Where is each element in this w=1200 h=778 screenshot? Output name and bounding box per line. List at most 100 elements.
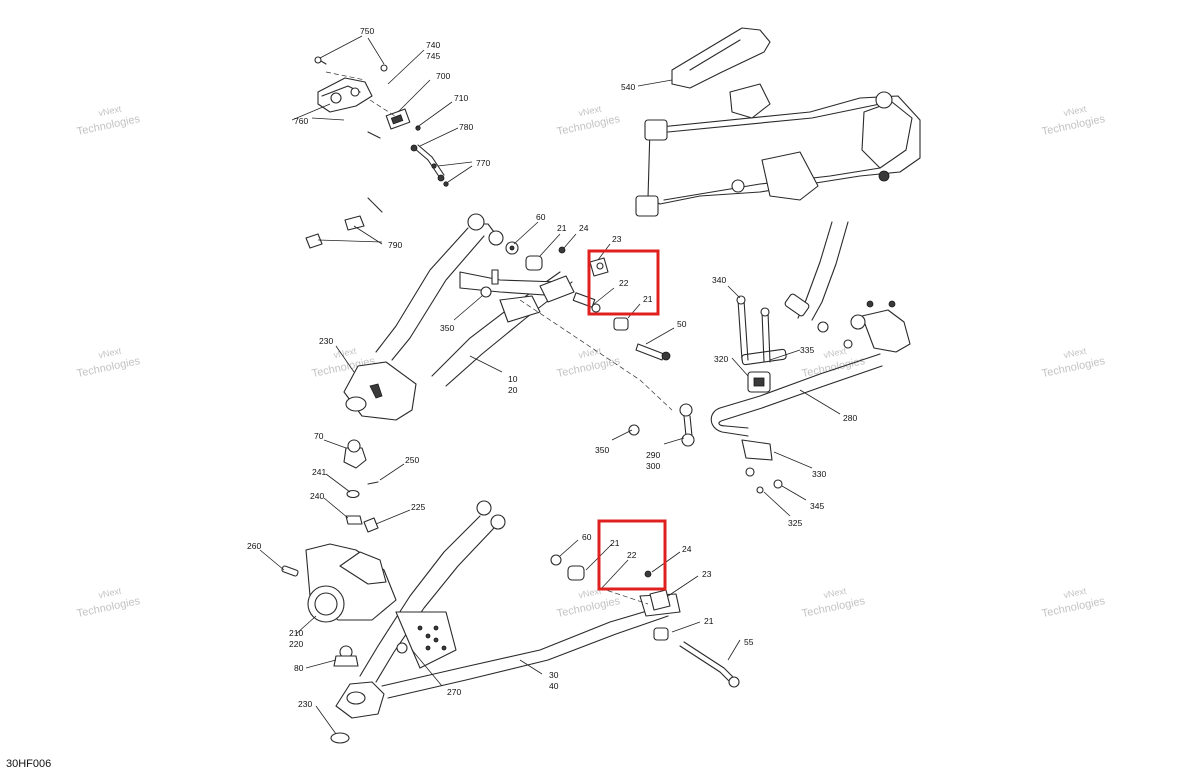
- svg-text:Technologies: Technologies: [1041, 355, 1107, 380]
- svg-text:vNext: vNext: [333, 346, 358, 361]
- height-sensor-assembly: [314, 56, 449, 187]
- wire-clips: [305, 197, 383, 249]
- svg-text:Technologies: Technologies: [76, 355, 142, 380]
- drawing-code: 30HF006: [6, 758, 51, 770]
- watermark: vNext Technologies: [76, 346, 142, 381]
- highlight-box-upper: [587, 249, 660, 316]
- upper-arm-hardware: [480, 241, 673, 411]
- callout-330: 330: [812, 469, 826, 479]
- callout-21-upper-b: 21: [643, 294, 653, 304]
- svg-text:vNext: vNext: [98, 346, 123, 361]
- callout-750: 750: [360, 26, 374, 36]
- svg-text:Technologies: Technologies: [76, 595, 142, 620]
- ball-joint-stack: [343, 439, 379, 533]
- svg-text:Technologies: Technologies: [1041, 595, 1107, 620]
- callout-290: 290: [646, 450, 660, 460]
- highlight-box-lower: [597, 519, 667, 591]
- svg-text:vNext: vNext: [578, 586, 603, 601]
- callout-260: 260: [247, 541, 261, 551]
- callout-240: 240: [310, 491, 324, 501]
- callout-740: 740: [426, 40, 440, 50]
- callout-24-lower: 24: [682, 544, 692, 554]
- svg-text:vNext: vNext: [98, 104, 123, 119]
- callout-300: 300: [646, 461, 660, 471]
- svg-text:vNext: vNext: [578, 346, 603, 361]
- callout-350-upper: 350: [440, 323, 454, 333]
- watermark: vNext Technologies: [1041, 586, 1107, 621]
- leader-lines: [259, 35, 841, 735]
- callout-320: 320: [714, 354, 728, 364]
- callout-30: 30: [549, 670, 559, 680]
- svg-text:vNext: vNext: [823, 586, 848, 601]
- svg-text:vNext: vNext: [1063, 104, 1088, 119]
- callout-23-upper: 23: [612, 234, 622, 244]
- callout-80: 80: [294, 663, 304, 673]
- callout-210: 210: [289, 628, 303, 638]
- callout-540: 540: [621, 82, 635, 92]
- callout-241: 241: [312, 467, 326, 477]
- callout-23-lower: 23: [702, 569, 712, 579]
- callout-350-lower: 350: [595, 445, 609, 455]
- callout-345: 345: [810, 501, 824, 511]
- svg-text:vNext: vNext: [578, 104, 603, 119]
- callout-760: 760: [294, 116, 308, 126]
- callout-780: 780: [459, 122, 473, 132]
- callout-21-lower-a: 21: [610, 538, 620, 548]
- callout-790: 790: [388, 240, 402, 250]
- callout-40: 40: [549, 681, 559, 691]
- svg-text:vNext: vNext: [823, 346, 848, 361]
- callout-21-lower-b: 21: [704, 616, 714, 626]
- svg-text:Technologies: Technologies: [801, 595, 867, 620]
- callout-22-upper: 22: [619, 278, 629, 288]
- watermarks: vNext Technologies vNext Technologies vN…: [76, 104, 1107, 621]
- lower-a-arm: [330, 500, 681, 744]
- svg-text:Technologies: Technologies: [1041, 113, 1107, 138]
- frame-structure: [635, 27, 921, 333]
- callout-225: 225: [411, 502, 425, 512]
- callout-230-upper: 230: [319, 336, 333, 346]
- svg-text:Technologies: Technologies: [556, 355, 622, 380]
- upper-a-arm: [343, 213, 575, 421]
- callout-230-lower: 230: [298, 699, 312, 709]
- callout-270: 270: [447, 687, 461, 697]
- callout-numbers: 750 740 745 700 710 760 780 770 790 540 …: [247, 26, 857, 709]
- callout-325: 325: [788, 518, 802, 528]
- callout-335: 335: [800, 345, 814, 355]
- svg-text:vNext: vNext: [1063, 346, 1088, 361]
- svg-text:vNext: vNext: [1063, 586, 1088, 601]
- callout-10: 10: [508, 374, 518, 384]
- sway-bar: [628, 295, 911, 494]
- watermark: vNext Technologies: [801, 586, 867, 621]
- callout-50: 50: [677, 319, 687, 329]
- callout-340: 340: [712, 275, 726, 285]
- callout-60-lower: 60: [582, 532, 592, 542]
- svg-text:Technologies: Technologies: [556, 113, 622, 138]
- callout-20: 20: [508, 385, 518, 395]
- watermark: vNext Technologies: [556, 104, 622, 139]
- callout-22-lower: 22: [627, 550, 637, 560]
- watermark: vNext Technologies: [1041, 104, 1107, 139]
- steering-knuckle: [281, 543, 397, 667]
- watermark: vNext Technologies: [76, 586, 142, 621]
- svg-text:Technologies: Technologies: [801, 355, 867, 380]
- callout-745: 745: [426, 51, 440, 61]
- callout-55: 55: [744, 637, 754, 647]
- callout-710: 710: [454, 93, 468, 103]
- callout-21-upper-a: 21: [557, 223, 567, 233]
- callout-24-upper: 24: [579, 223, 589, 233]
- svg-text:Technologies: Technologies: [556, 595, 622, 620]
- watermark: vNext Technologies: [76, 104, 142, 139]
- callout-60-upper: 60: [536, 212, 546, 222]
- watermark: vNext Technologies: [1041, 346, 1107, 381]
- callout-250: 250: [405, 455, 419, 465]
- callout-770: 770: [476, 158, 490, 168]
- callout-700: 700: [436, 71, 450, 81]
- lower-arm-hardware: [550, 554, 740, 688]
- watermark: vNext Technologies: [556, 346, 622, 381]
- callout-280: 280: [843, 413, 857, 423]
- callout-220: 220: [289, 639, 303, 649]
- svg-text:Technologies: Technologies: [76, 113, 142, 138]
- svg-text:vNext: vNext: [98, 586, 123, 601]
- callout-70: 70: [314, 431, 324, 441]
